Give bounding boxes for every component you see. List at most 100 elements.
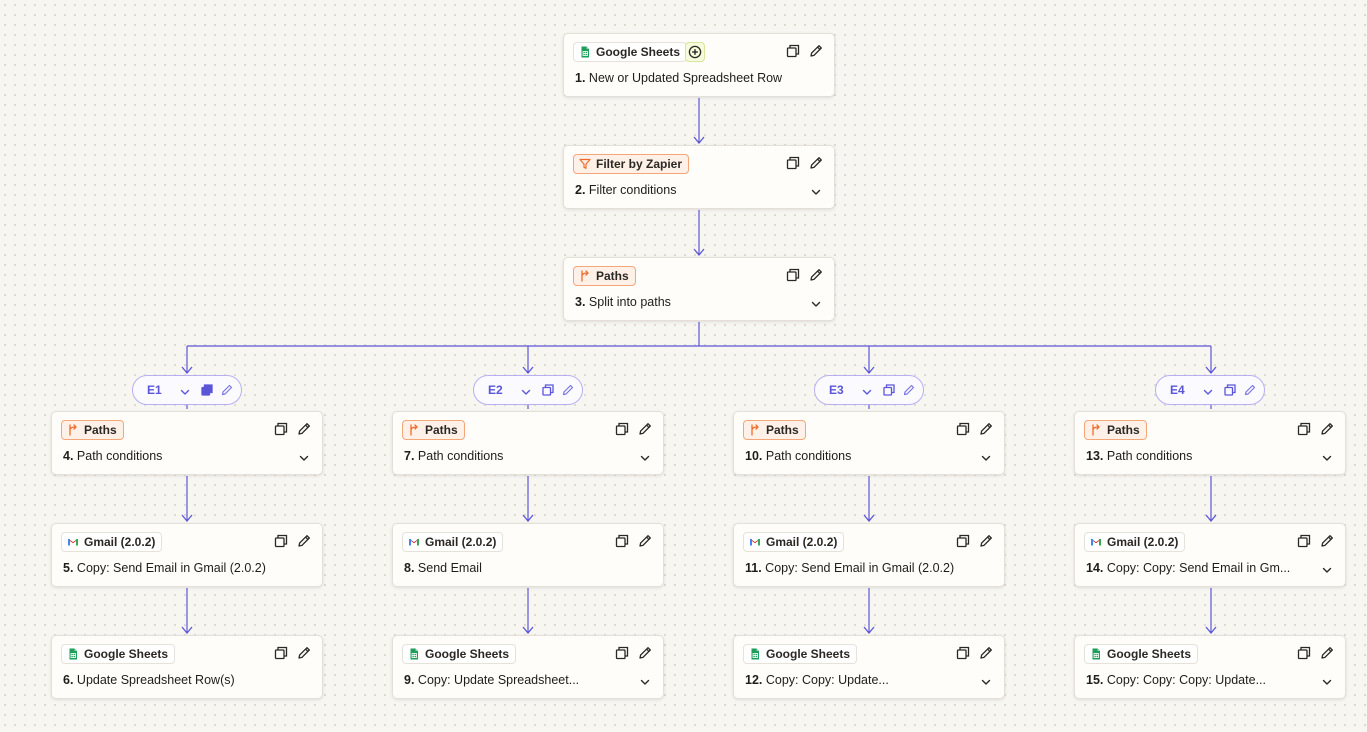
chevron-down-icon[interactable] <box>1321 563 1333 575</box>
edit-pencil-icon[interactable] <box>978 645 994 661</box>
duplicate-icon[interactable] <box>1296 645 1312 661</box>
chevron-down-icon[interactable] <box>298 451 310 463</box>
duplicate-icon[interactable] <box>541 383 555 397</box>
chevron-down-icon[interactable] <box>810 297 822 309</box>
edit-pencil-icon[interactable] <box>637 533 653 549</box>
app-name: Paths <box>596 269 629 283</box>
app-badge[interactable]: Google Sheets <box>1084 644 1199 664</box>
chevron-down-icon[interactable] <box>1321 675 1333 687</box>
arrowhead <box>181 514 193 523</box>
arrowhead <box>1205 626 1217 635</box>
step-number: 11. <box>745 561 762 575</box>
duplicate-icon[interactable] <box>614 533 630 549</box>
duplicate-icon[interactable] <box>955 421 971 437</box>
duplicate-icon[interactable] <box>1223 383 1237 397</box>
edit-pencil-icon[interactable] <box>296 645 312 661</box>
step-card-13[interactable]: Paths 13. Path conditions <box>1074 411 1346 475</box>
chevron-down-icon[interactable] <box>639 675 651 687</box>
duplicate-icon[interactable] <box>955 533 971 549</box>
duplicate-icon[interactable] <box>785 267 801 283</box>
app-badge[interactable]: Paths <box>402 420 465 440</box>
path-pill-e2[interactable]: E2 <box>473 375 583 405</box>
step-number: 10. <box>745 449 763 463</box>
app-badge[interactable]: Paths <box>61 420 124 440</box>
app-name: Google Sheets <box>84 647 169 661</box>
edit-pencil-icon[interactable] <box>1243 383 1257 397</box>
step-card-15[interactable]: Google Sheets 15. Copy: Copy: Copy: Updat… <box>1074 635 1346 699</box>
chevron-down-icon[interactable] <box>1321 451 1333 463</box>
edit-pencil-icon[interactable] <box>808 267 824 283</box>
duplicate-icon[interactable] <box>273 533 289 549</box>
path-pill-e3[interactable]: E3 <box>814 375 924 405</box>
edit-pencil-icon[interactable] <box>561 383 575 397</box>
duplicate-icon[interactable] <box>273 645 289 661</box>
step-title: 15. Copy: Copy: Copy: Update... <box>1086 673 1315 687</box>
chevron-down-icon[interactable] <box>179 385 191 397</box>
edit-pencil-icon[interactable] <box>808 155 824 171</box>
edit-pencil-icon[interactable] <box>296 533 312 549</box>
chevron-down-icon[interactable] <box>861 385 873 397</box>
app-badge[interactable]: Gmail (2.0.2) <box>61 532 163 552</box>
app-badge[interactable]: Paths <box>743 420 806 440</box>
chevron-down-icon[interactable] <box>520 385 532 397</box>
duplicate-icon[interactable] <box>200 383 214 397</box>
duplicate-icon[interactable] <box>1296 533 1312 549</box>
chevron-down-icon[interactable] <box>980 675 992 687</box>
duplicate-icon[interactable] <box>785 155 801 171</box>
path-pill-e1[interactable]: E1 <box>132 375 242 405</box>
app-badge[interactable]: Google Sheets <box>573 42 688 62</box>
app-name: Paths <box>1107 423 1140 437</box>
app-badge[interactable]: Gmail (2.0.2) <box>743 532 845 552</box>
duplicate-icon[interactable] <box>614 421 630 437</box>
edit-pencil-icon[interactable] <box>902 383 916 397</box>
app-badge[interactable]: Filter by Zapier <box>573 154 690 174</box>
chevron-down-icon[interactable] <box>810 185 822 197</box>
chevron-down-icon[interactable] <box>1202 385 1214 397</box>
step-card-14[interactable]: Gmail (2.0.2)14. Copy: Copy: Send Email … <box>1074 523 1346 587</box>
app-badge[interactable]: Paths <box>1084 420 1147 440</box>
duplicate-icon[interactable] <box>614 645 630 661</box>
duplicate-icon[interactable] <box>273 421 289 437</box>
app-badge[interactable]: Google Sheets <box>743 644 858 664</box>
edit-pencil-icon[interactable] <box>978 421 994 437</box>
step-card-5[interactable]: Gmail (2.0.2) 5. Copy: Send Email in Gmai… <box>51 523 323 587</box>
edit-pencil-icon[interactable] <box>978 533 994 549</box>
edit-pencil-icon[interactable] <box>808 43 824 59</box>
path-pill-e4[interactable]: E4 <box>1155 375 1265 405</box>
app-badge[interactable]: Google Sheets <box>402 644 517 664</box>
step-number: 1. <box>575 71 586 85</box>
step-number: 5. <box>63 561 74 575</box>
step-title: 13. Path conditions <box>1086 449 1315 463</box>
app-badge[interactable]: Gmail (2.0.2) <box>1084 532 1186 552</box>
duplicate-icon[interactable] <box>1296 421 1312 437</box>
app-badge[interactable]: Paths <box>573 266 636 286</box>
add-circle-icon[interactable] <box>685 42 705 62</box>
step-card-11[interactable]: Gmail (2.0.2)11. Copy: Send Email in Gma… <box>733 523 1005 587</box>
edit-pencil-icon[interactable] <box>1319 421 1335 437</box>
duplicate-icon[interactable] <box>785 43 801 59</box>
chevron-down-icon[interactable] <box>980 451 992 463</box>
step-label: Copy: Send Email in Gmail (2.0.2) <box>76 561 266 575</box>
duplicate-icon[interactable] <box>882 383 896 397</box>
app-badge[interactable]: Google Sheets <box>61 644 176 664</box>
edit-pencil-icon[interactable] <box>637 645 653 661</box>
edit-pencil-icon[interactable] <box>1319 645 1335 661</box>
paths-icon <box>67 424 79 436</box>
step-card-8[interactable]: Gmail (2.0.2)8. Send Email <box>392 523 664 587</box>
edit-pencil-icon[interactable] <box>1319 533 1335 549</box>
duplicate-icon[interactable] <box>955 645 971 661</box>
edit-pencil-icon[interactable] <box>637 421 653 437</box>
app-badge[interactable]: Gmail (2.0.2) <box>402 532 504 552</box>
edit-pencil-icon[interactable] <box>220 383 234 397</box>
chevron-down-icon[interactable] <box>639 451 651 463</box>
edit-pencil-icon[interactable] <box>296 421 312 437</box>
